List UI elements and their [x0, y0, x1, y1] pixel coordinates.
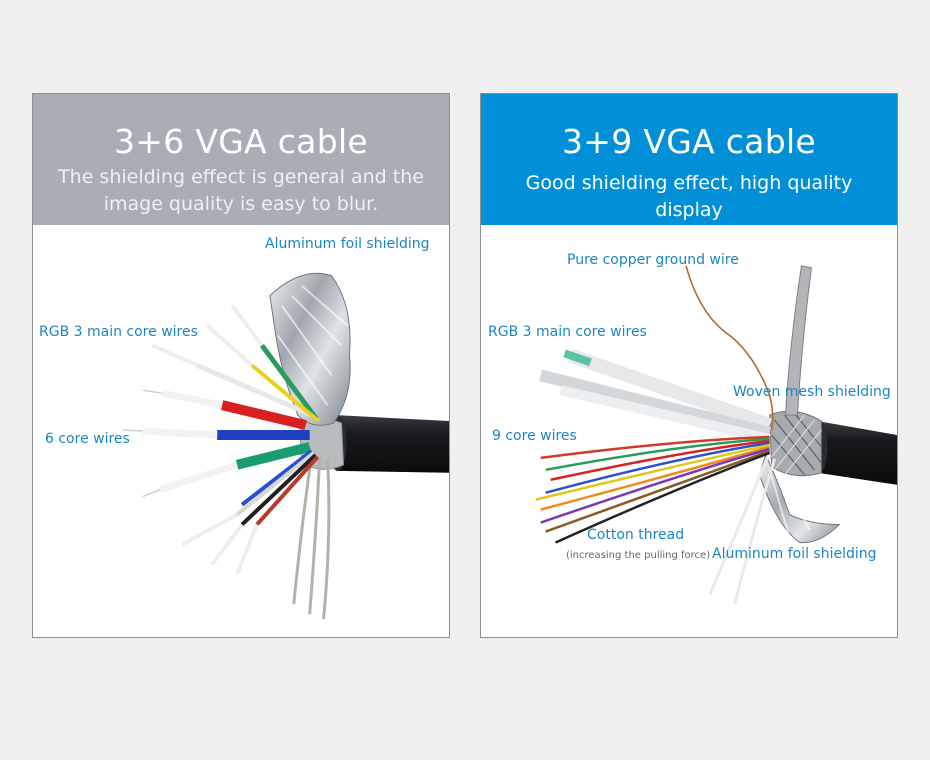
left-label-rgb-cores: RGB 3 main core wires: [39, 324, 198, 340]
right-label-cotton-thread: Cotton thread: [587, 527, 685, 543]
left-label-aluminum-foil: Aluminum foil shielding: [265, 236, 430, 252]
right-label-rgb-cores: RGB 3 main core wires: [488, 324, 647, 340]
right-panel-header: 3+9 VGA cable Good shielding effect, hig…: [481, 94, 897, 225]
left-cable-illustration: [122, 272, 449, 620]
right-label-core-wires: 9 core wires: [492, 428, 577, 444]
right-cable-panel: 3+9 VGA cable Good shielding effect, hig…: [480, 93, 898, 638]
right-panel-subtitle: Good shielding effect, high quality disp…: [525, 172, 853, 221]
right-label-cotton-note: (increasing the pulling force): [566, 550, 711, 561]
left-panel-title: 3+6 VGA cable: [113, 122, 369, 161]
left-panel-subtitle: The shielding effect is general and the …: [58, 166, 424, 215]
right-label-copper-ground: Pure copper ground wire: [567, 252, 739, 268]
right-label-woven-mesh: Woven mesh shielding: [733, 384, 891, 400]
right-cable-illustration: [535, 265, 897, 605]
left-label-core-wires: 6 core wires: [45, 431, 130, 447]
left-panel-header: 3+6 VGA cable The shielding effect is ge…: [33, 94, 449, 225]
right-label-aluminum-foil: Aluminum foil shielding: [712, 546, 877, 562]
right-panel-title: 3+9 VGA cable: [561, 122, 817, 161]
left-cable-panel: 3+6 VGA cable The shielding effect is ge…: [32, 93, 450, 638]
